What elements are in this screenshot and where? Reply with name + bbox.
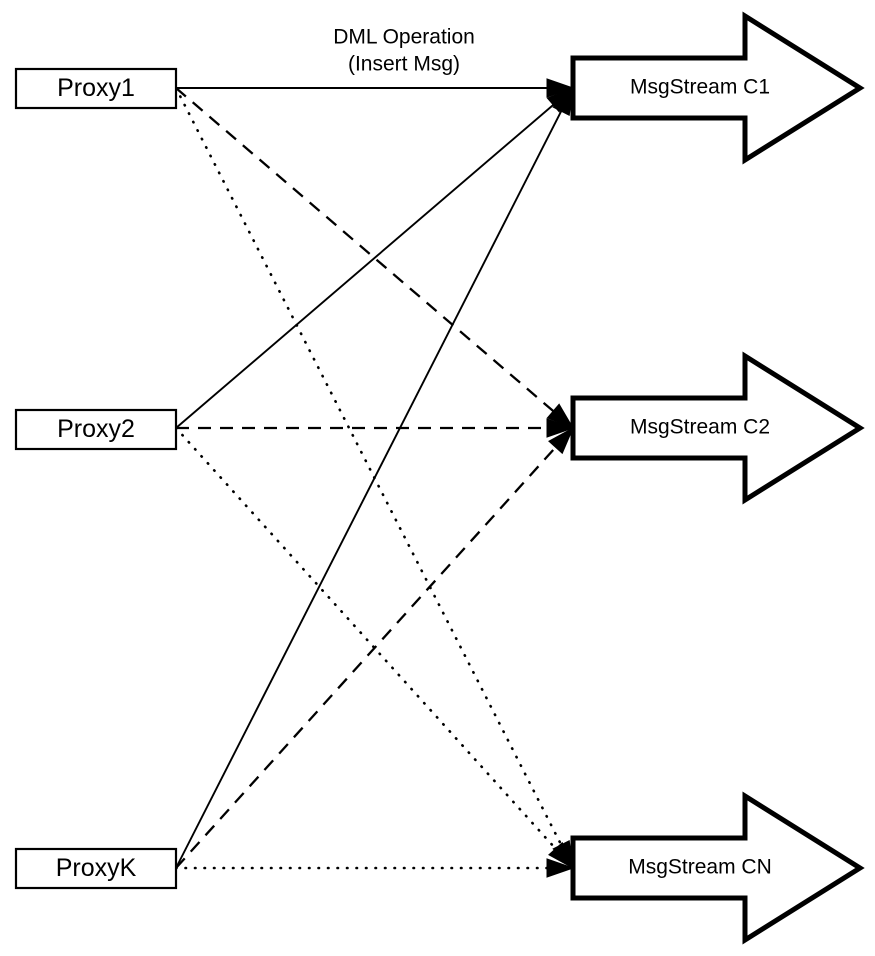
stream-arrow-shape <box>570 791 865 945</box>
edge-proxy1-to-stream_cn <box>174 86 572 864</box>
edge-proxyk-to-stream_c2 <box>175 431 570 869</box>
node-label: ProxyK <box>56 854 137 882</box>
caption-line-1: DML Operation <box>333 26 475 49</box>
stream-stream_c2: MsgStream C2 <box>570 351 865 505</box>
node-label: Proxy2 <box>57 415 135 443</box>
node-box[interactable] <box>14 847 178 890</box>
edge-proxyk-to-stream_c1 <box>175 92 572 869</box>
arrowhead-proxy1-to-stream_c2 <box>546 403 575 429</box>
stream-stream_c1: MsgStream C1 <box>570 11 865 165</box>
arrowhead-proxyk-to-stream_cn <box>546 858 575 878</box>
caption-dml-operation: DML Operation (Insert Msg) <box>333 26 475 76</box>
node-proxy1[interactable]: Proxy1 <box>14 67 178 110</box>
node-box[interactable] <box>14 67 178 110</box>
arrowhead-proxy2-to-stream_cn <box>548 841 575 870</box>
node-box[interactable] <box>14 408 178 451</box>
node-label: Proxy1 <box>57 74 135 102</box>
stream-arrow-shape <box>570 351 865 505</box>
stream-label: MsgStream C2 <box>630 416 770 439</box>
node-proxyk[interactable]: ProxyK <box>14 847 178 890</box>
edge-proxy1-to-stream_c2 <box>175 87 570 425</box>
edge-layer <box>174 86 572 870</box>
stream-stream_cn: MsgStream CN <box>570 791 865 945</box>
edge-proxy2-to-stream_cn <box>174 426 571 865</box>
stream-label: MsgStream C1 <box>630 76 770 99</box>
arrowhead-proxy1-to-stream_c1 <box>546 78 575 98</box>
stream-label: MsgStream CN <box>628 856 772 879</box>
arrowhead-layer <box>546 78 575 878</box>
node-proxy2[interactable]: Proxy2 <box>14 408 178 451</box>
arrowhead-proxy2-to-stream_c2 <box>546 418 575 438</box>
edge-proxy2-to-stream_c1 <box>175 91 570 429</box>
caption-line-2: (Insert Msg) <box>348 53 460 76</box>
arrowhead-proxyk-to-stream_c2 <box>548 426 575 455</box>
stream-arrow-shape <box>570 11 865 165</box>
stream-layer: MsgStream C1 MsgStream C2 MsgStream CN <box>570 11 865 945</box>
